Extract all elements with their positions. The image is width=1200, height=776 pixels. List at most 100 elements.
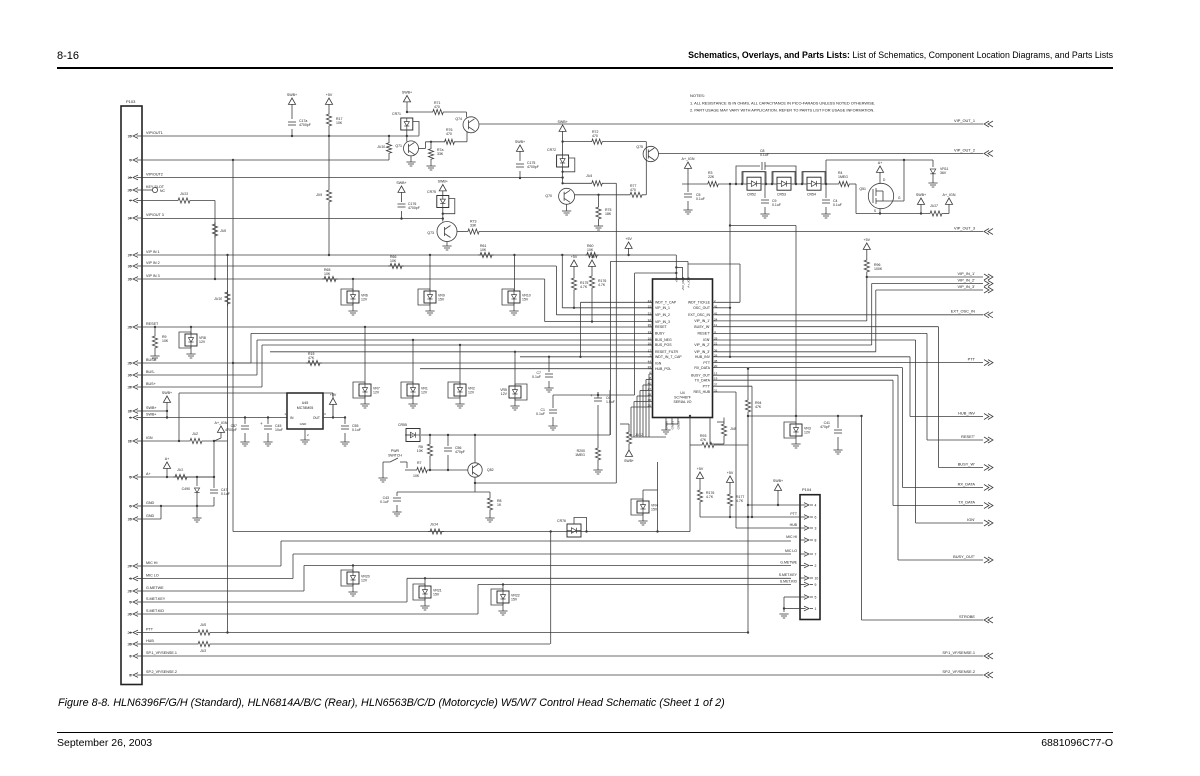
svg-text:PTT: PTT xyxy=(790,512,797,516)
svg-text:VIP/OUT 3: VIP/OUT 3 xyxy=(146,213,164,217)
svg-text:C47: C47 xyxy=(221,488,227,492)
svg-text:GND: GND xyxy=(146,514,155,518)
svg-text:VR8: VR8 xyxy=(199,336,206,340)
svg-text:1.5uF: 1.5uF xyxy=(606,400,615,404)
svg-text:C55: C55 xyxy=(352,424,358,428)
svg-text:12: 12 xyxy=(128,410,132,414)
svg-text:RX_DATA: RX_DATA xyxy=(694,366,710,370)
svg-text:JU9: JU9 xyxy=(315,193,322,197)
svg-text:BUS-: BUS- xyxy=(146,370,156,374)
svg-text:A+_IGN: A+_IGN xyxy=(687,277,691,288)
svg-text:12V: 12V xyxy=(361,579,368,583)
svg-text:7: 7 xyxy=(815,552,817,556)
svg-text:33K: 33K xyxy=(470,224,477,228)
svg-text:37: 37 xyxy=(714,383,718,387)
svg-text:36V: 36V xyxy=(940,171,947,175)
svg-text:VIP IN 1: VIP IN 1 xyxy=(146,250,160,254)
svg-text:35: 35 xyxy=(648,323,652,327)
svg-text:SWB+: SWB+ xyxy=(557,120,567,124)
svg-text:MIC LO: MIC LO xyxy=(785,549,797,553)
svg-text:R7: R7 xyxy=(417,461,422,465)
svg-text:RESET_FILTR: RESET_FILTR xyxy=(655,350,679,354)
svg-text:VIP_IN_2’: VIP_IN_2’ xyxy=(694,343,710,347)
svg-text:A+_IGN: A+_IGN xyxy=(943,193,956,197)
svg-text:JU10: JU10 xyxy=(376,145,385,149)
svg-text:SC74487F: SC74487F xyxy=(674,396,691,400)
svg-text:100K: 100K xyxy=(874,267,883,271)
svg-text:0.1uF: 0.1uF xyxy=(760,153,769,157)
svg-text:SP.1_VF/SENSE.1: SP.1_VF/SENSE.1 xyxy=(146,651,177,655)
svg-text:+5V: +5V xyxy=(571,255,578,259)
svg-text:PTT’: PTT’ xyxy=(703,384,711,388)
svg-text:A+: A+ xyxy=(165,457,170,461)
svg-text:JU12: JU12 xyxy=(634,433,643,437)
svg-text:HUB: HUB xyxy=(790,523,798,527)
svg-text:0.1uF: 0.1uF xyxy=(696,197,705,201)
svg-text:VR21: VR21 xyxy=(433,589,442,593)
svg-text:47K: 47K xyxy=(700,438,707,442)
svg-text:29: 29 xyxy=(648,365,652,369)
svg-text:3: 3 xyxy=(130,577,132,581)
svg-text:C175: C175 xyxy=(527,161,535,165)
svg-text:4700pF: 4700pF xyxy=(408,206,420,210)
svg-text:SP.2_VF/SENSE.2: SP.2_VF/SENSE.2 xyxy=(942,669,975,674)
svg-text:VR20: VR20 xyxy=(361,575,370,579)
svg-text:R96: R96 xyxy=(874,263,880,267)
svg-text:Q51: Q51 xyxy=(859,187,866,191)
svg-text:C43: C43 xyxy=(383,496,389,500)
svg-text:21: 21 xyxy=(714,342,718,346)
svg-text:3: 3 xyxy=(815,526,817,530)
svg-text:R17: R17 xyxy=(336,117,342,121)
svg-text:10K: 10K xyxy=(587,248,594,252)
svg-text:47K: 47K xyxy=(308,356,315,360)
svg-text:4.7K: 4.7K xyxy=(598,283,606,287)
svg-text:10K: 10K xyxy=(390,259,397,263)
svg-text:470: 470 xyxy=(434,105,440,109)
svg-text:A+: A+ xyxy=(878,161,883,165)
svg-text:16: 16 xyxy=(128,265,132,269)
svg-text:R77: R77 xyxy=(630,184,636,188)
svg-text:HUB_POL: HUB_POL xyxy=(655,367,671,371)
svg-text:10K: 10K xyxy=(162,339,169,343)
svg-text:VIP_IN_1: VIP_IN_1 xyxy=(655,306,670,310)
svg-text:SWB+: SWB+ xyxy=(773,479,783,483)
svg-text:38: 38 xyxy=(714,359,718,363)
svg-text:0.1uF: 0.1uF xyxy=(772,203,781,207)
svg-text:16: 16 xyxy=(648,342,652,346)
svg-text:S.MET.KEY: S.MET.KEY xyxy=(779,573,798,577)
svg-text:C57: C57 xyxy=(231,424,237,428)
svg-text:470: 470 xyxy=(446,132,452,136)
svg-text:15: 15 xyxy=(128,278,132,282)
svg-text:C5: C5 xyxy=(696,193,701,197)
svg-text:EXT_OSC_IN: EXT_OSC_IN xyxy=(951,309,975,314)
svg-text:SWB+: SWB+ xyxy=(624,459,634,463)
svg-text:6: 6 xyxy=(130,505,132,509)
svg-text:R8: R8 xyxy=(497,499,502,503)
svg-text:R93: R93 xyxy=(700,434,706,438)
svg-text:36: 36 xyxy=(714,348,718,352)
svg-text:NC: NC xyxy=(160,189,165,193)
svg-text:VR22: VR22 xyxy=(511,594,520,598)
svg-text:CR53: CR53 xyxy=(777,193,786,197)
svg-text:GND: GND xyxy=(146,501,155,505)
svg-text:24: 24 xyxy=(128,631,132,635)
svg-text:4.7K: 4.7K xyxy=(736,499,744,503)
svg-text:BUSY: BUSY xyxy=(146,358,157,362)
svg-text:15V: 15V xyxy=(651,508,658,512)
svg-text:41: 41 xyxy=(714,311,718,315)
svg-text:10K: 10K xyxy=(417,449,424,453)
svg-text:+5V: +5V xyxy=(727,471,734,475)
svg-text:24: 24 xyxy=(714,317,718,321)
svg-text:SWB+: SWB+ xyxy=(146,406,157,410)
svg-text:Q74: Q74 xyxy=(455,117,462,121)
svg-text:31: 31 xyxy=(714,389,718,393)
svg-text:CR76: CR76 xyxy=(557,519,566,523)
svg-text:18K: 18K xyxy=(605,212,612,216)
svg-text:JU2: JU2 xyxy=(191,432,198,436)
svg-text:C6: C6 xyxy=(606,396,611,400)
svg-text:VIP IN 3: VIP IN 3 xyxy=(146,274,160,278)
svg-text:GND0: GND0 xyxy=(665,421,669,430)
svg-text:RESET: RESET xyxy=(655,325,668,329)
svg-text:SWB+: SWB+ xyxy=(402,90,412,94)
svg-text:36: 36 xyxy=(648,398,652,402)
